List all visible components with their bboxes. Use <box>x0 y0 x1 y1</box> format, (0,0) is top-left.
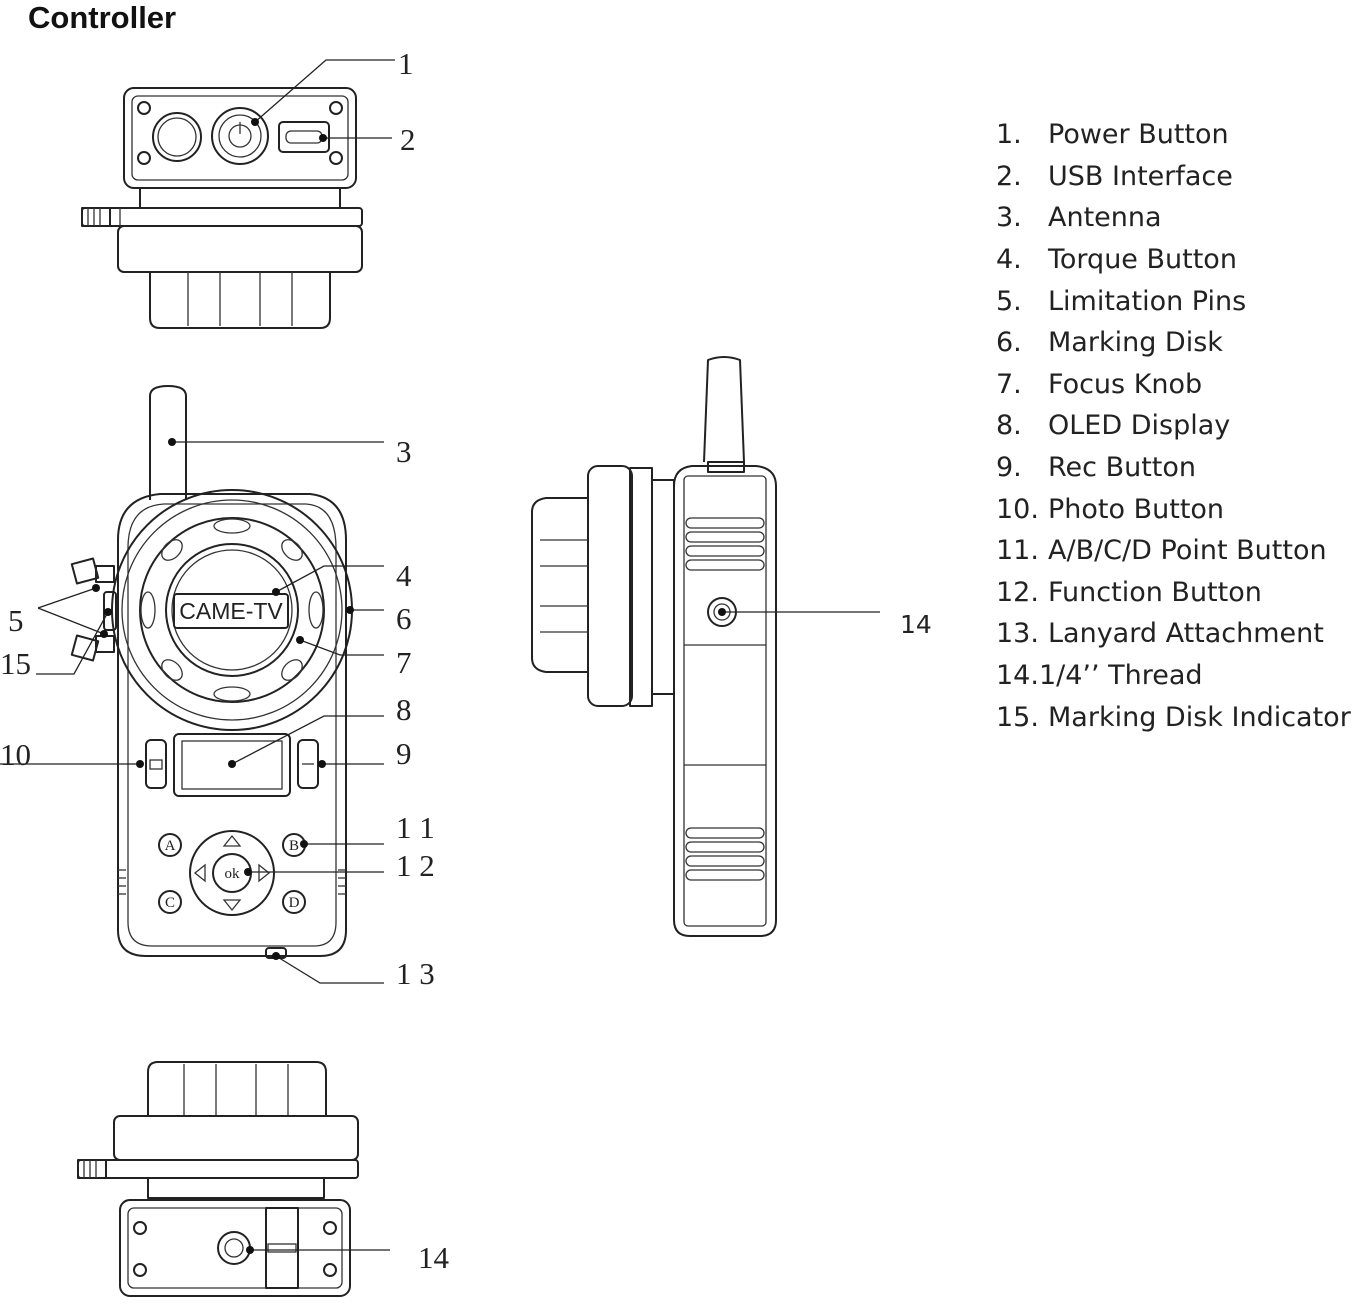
callout-13: 1 3 <box>396 956 435 991</box>
legend-label: Photo Button <box>1048 493 1225 525</box>
legend-label: Function Button <box>1048 576 1262 608</box>
legend-item: 9. Rec Button <box>996 447 1351 489</box>
legend-number: 12. <box>996 576 1039 608</box>
legend-label: Focus Knob <box>1048 368 1203 400</box>
legend-item: 4. Torque Button <box>996 239 1351 281</box>
legend-item: 1. Power Button <box>996 114 1351 156</box>
callout-1: 1 <box>398 46 414 81</box>
legend-item: 13. Lanyard Attachment <box>996 613 1351 655</box>
callout-9: 9 <box>396 736 412 771</box>
bottom-thread-icon <box>217 1231 251 1265</box>
legend-number: 3. <box>996 202 1022 234</box>
legend-item: 10. Photo Button <box>996 488 1351 530</box>
antenna-icon <box>149 385 187 500</box>
legend-label: Marking Disk Indicator <box>1048 701 1351 733</box>
legend-number: 8. <box>996 410 1022 442</box>
legend-label: Rec Button <box>1048 452 1197 484</box>
legend-label: Lanyard Attachment <box>1048 618 1324 650</box>
top-view <box>81 87 363 329</box>
legend-item: 5. Limitation Pins <box>996 280 1351 322</box>
legend-number: 14. <box>996 660 1039 692</box>
focus-knob-icon <box>165 543 299 677</box>
callout-4: 4 <box>396 558 412 593</box>
bottom-view <box>77 1061 359 1297</box>
callout-12: 1 2 <box>396 848 435 883</box>
callout-5: 5 <box>8 603 24 638</box>
legend-label: Limitation Pins <box>1048 285 1247 317</box>
button-a-icon <box>158 833 182 857</box>
legend-number: 2. <box>996 160 1022 192</box>
legend-item: 8. OLED Display <box>996 405 1351 447</box>
callout-14-bottom: 14 <box>418 1240 450 1275</box>
legend-label: USB Interface <box>1048 160 1233 192</box>
photo-button-icon <box>145 739 167 789</box>
button-c-label: C <box>165 895 175 911</box>
legend-number: 13. <box>996 618 1039 650</box>
page-title: Controller <box>28 0 177 35</box>
callout-3: 3 <box>396 434 412 469</box>
callout-15: 15 <box>0 646 31 681</box>
legend-item: 15. Marking Disk Indicator <box>996 696 1351 738</box>
power-button-icon <box>211 107 269 165</box>
callout-numbers: 1 2 3 4 5 6 7 8 9 10 1 1 1 2 1 3 14 14 1… <box>0 46 932 1275</box>
callout-7: 7 <box>396 645 412 680</box>
legend-item: 3. Antenna <box>996 197 1351 239</box>
legend-item: 7. Focus Knob <box>996 364 1351 406</box>
legend-number: 6. <box>996 327 1022 359</box>
legend-number: 9. <box>996 452 1022 484</box>
legend-item: 11. A/B/C/D Point Button <box>996 530 1351 572</box>
callout-14-side: 14 <box>900 610 932 639</box>
legend-number: 5. <box>996 285 1022 317</box>
legend-number: 1. <box>996 119 1022 151</box>
legend-label: Marking Disk <box>1048 327 1223 359</box>
ok-button-label: ok <box>225 866 241 882</box>
legend-label: Power Button <box>1048 119 1229 151</box>
legend-number: 7. <box>996 368 1022 400</box>
button-b-label: B <box>289 838 299 854</box>
callout-10: 10 <box>0 737 31 772</box>
legend-number: 4. <box>996 244 1022 276</box>
oled-display-icon <box>173 733 291 797</box>
legend-item: 2. USB Interface <box>996 156 1351 198</box>
legend-label: Torque Button <box>1048 244 1237 276</box>
legend-number: 11. <box>996 535 1039 567</box>
callout-6: 6 <box>396 601 412 636</box>
button-c-icon <box>158 890 182 914</box>
usb-port-icon <box>278 121 330 153</box>
legend-number: 15. <box>996 701 1039 733</box>
legend-label: Antenna <box>1048 202 1162 234</box>
button-a-label: A <box>165 838 176 854</box>
button-d-label: D <box>289 895 300 911</box>
leader-lines <box>0 59 880 1254</box>
legend-item: 14.1/4’’ Thread <box>996 655 1351 697</box>
callout-8: 8 <box>396 692 412 727</box>
legend-label: OLED Display <box>1048 410 1231 442</box>
legend-label: 1/4’’ Thread <box>1038 660 1203 692</box>
brand-logo: CAME-TV <box>179 598 283 624</box>
parts-legend: 1. Power Button 2. USB Interface 3. Antenna… <box>996 114 1351 738</box>
button-d-icon <box>282 890 306 914</box>
legend-number: 10. <box>996 493 1039 525</box>
legend-item: 6. Marking Disk <box>996 322 1351 364</box>
top-knob-icon <box>152 112 202 162</box>
limitation-pins-icon <box>70 557 117 662</box>
legend-label: A/B/C/D Point Button <box>1048 535 1327 567</box>
side-view <box>531 356 777 937</box>
legend-item: 12. Function Button <box>996 572 1351 614</box>
dpad-icon <box>189 830 275 916</box>
callout-11: 1 1 <box>396 810 435 845</box>
callout-2: 2 <box>400 122 416 157</box>
